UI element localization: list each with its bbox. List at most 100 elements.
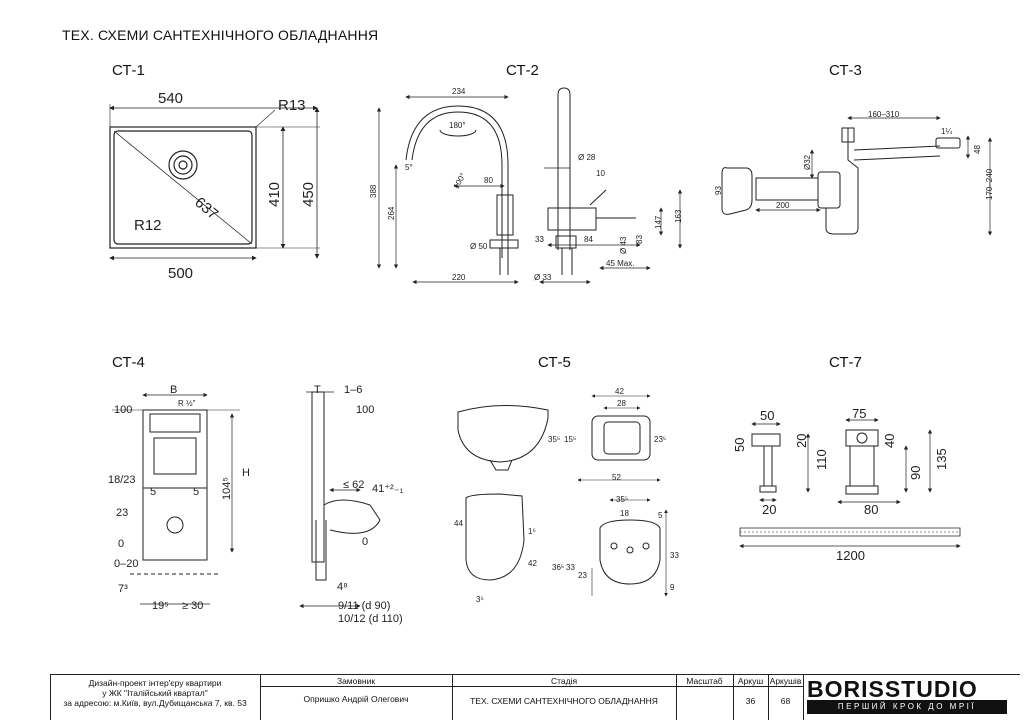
- ct4-dim-7-3: 7³: [118, 583, 128, 595]
- project-line-3: за адресою: м.Київ, вул.Дубищанська 7, к…: [63, 698, 247, 708]
- ct5-dim-42: 42: [615, 387, 624, 396]
- ct2-dim-84: 84: [584, 235, 593, 244]
- ct7-dim-20: 20: [762, 502, 776, 517]
- ct2-label: СТ-2: [506, 62, 539, 79]
- ct4-dim-0-20: 0–20: [114, 558, 138, 570]
- ct1-label: СТ-1: [112, 62, 145, 79]
- ct3-dim-160-310: 160–310: [868, 110, 900, 119]
- ct5-label: СТ-5: [538, 354, 571, 371]
- ct2-dim-d50: Ø 50: [470, 242, 488, 251]
- scale-header: Масштаб: [686, 676, 723, 686]
- ct7-dim-110: 110: [814, 449, 829, 470]
- ct2-faucet-drawing: [376, 87, 683, 285]
- ct5-toilet-drawing: [457, 394, 668, 597]
- ct7-dim-20-v: 20: [794, 434, 809, 448]
- ct1-dim-450: 450: [300, 182, 317, 207]
- ct1-dim-410: 410: [266, 182, 283, 207]
- ct3-siphon-drawing: [721, 115, 993, 236]
- sheets-total: 68: [780, 696, 791, 706]
- ct4-dim-23: 23: [116, 507, 128, 519]
- ct4-dim-100: 100: [114, 404, 132, 416]
- ct4-dim-5b: 5: [193, 486, 199, 498]
- ct7-dim-80: 80: [864, 502, 878, 517]
- ct7-shower-drawing: [739, 417, 961, 549]
- ct3-dim-48: 48: [973, 145, 982, 154]
- ct4-dim-5a: 5: [150, 486, 156, 498]
- ct2-dim-80: 80: [484, 176, 493, 185]
- ct4-dim-0-side: 0: [362, 536, 368, 548]
- ct4-dim-0: 0: [118, 538, 124, 550]
- ct5-dim-44: 44: [454, 519, 463, 528]
- ct7-label: СТ-7: [829, 354, 862, 371]
- ct3-dim-93: 93: [714, 186, 723, 195]
- ct1-dim-500: 500: [168, 265, 193, 282]
- sheet-header: Аркуш: [737, 676, 764, 686]
- logo-tagline: ПЕРШИЙ КРОК ДО МРІЇ: [807, 700, 1007, 714]
- ct5-dim-33b: 33: [566, 563, 575, 572]
- ct2-dim-83: 83: [635, 235, 644, 244]
- ct4-dim-r-half: R ½": [178, 399, 196, 408]
- ct5-dim-33: 33: [670, 551, 679, 560]
- ct4-dim-10-12: 10/12 (d 110): [338, 613, 403, 625]
- ct5-dim-42b: 42: [528, 559, 537, 568]
- project-line-2: у ЖК "Італійський квартал": [102, 688, 208, 698]
- ct5-dim-23-5: 23⁵: [654, 435, 666, 444]
- ct3-dim-1-1-4: 1¼: [941, 127, 952, 136]
- ct2-dim-388: 388: [369, 184, 378, 198]
- ct2-dim-5deg: 5°: [405, 163, 413, 172]
- ct2-dim-264: 264: [387, 206, 396, 220]
- ct7-dim-50-v: 50: [732, 438, 747, 452]
- ct7-dim-1200: 1200: [836, 548, 865, 563]
- ct5-dim-5: 5: [658, 511, 663, 520]
- ct4-dim-19-5: 19⁵: [152, 600, 169, 612]
- ct5-dim-23: 23: [578, 571, 587, 580]
- ct4-dim-100-side: 100: [356, 404, 374, 416]
- ct4-dim-4-8: 4⁸: [337, 581, 348, 593]
- project-line-1: Дизайн-проект інтер'єру квартири: [88, 678, 222, 688]
- ct5-dim-35-5: 35⁵: [548, 435, 560, 444]
- ct7-dim-135: 135: [934, 448, 949, 470]
- ct5-dim-18: 18: [620, 509, 629, 518]
- ct1-dim-540: 540: [158, 90, 183, 107]
- ct1-sink-drawing: [109, 104, 320, 261]
- ct5-dim-52: 52: [612, 473, 621, 482]
- ct4-dim-9-11: 9/11 (d 90): [338, 600, 390, 612]
- customer-name: Опришко Андрій Олегович: [303, 694, 409, 704]
- sheet-title: ТЕХ. СХЕМИ САНТЕХНІЧНОГО ОБЛАДНАННЯ: [62, 27, 379, 43]
- ct4-dim-le62: ≤ 62: [343, 479, 364, 491]
- ct2-dim-234: 234: [452, 87, 466, 96]
- ct3-dim-200: 200: [776, 201, 790, 210]
- project-info: Дизайн-проект інтер'єру квартири у ЖК "І…: [52, 678, 258, 708]
- ct1-dim-r12: R12: [134, 217, 162, 234]
- ct2-dim-10: 10: [596, 169, 605, 178]
- stage-header: Стадія: [550, 676, 578, 686]
- ct5-dim-35-5b: 35⁵: [616, 495, 628, 504]
- ct3-dim-170-240: 170–240: [985, 168, 994, 200]
- ct5-dim-28: 28: [617, 399, 626, 408]
- ct5-dim-15-5: 15⁵: [564, 435, 576, 444]
- title-block: [50, 674, 1020, 721]
- ct4-frame-drawing: [112, 391, 381, 609]
- ct5-dim-3-5: 3⁵: [476, 595, 484, 604]
- ct1-dim-r13: R13: [278, 97, 306, 114]
- ct7-dim-40-v: 40: [882, 434, 897, 448]
- ct2-dim-d33: Ø 33: [534, 273, 552, 282]
- ct3-dim-d32: Ø32: [803, 154, 812, 170]
- ct5-dim-1-5: 1⁵: [528, 527, 536, 536]
- ct2-dim-220: 220: [452, 273, 466, 282]
- ct4-dim-ge30: ≥ 30: [182, 600, 203, 612]
- ct4-dim-h: H: [242, 467, 250, 479]
- ct3-label: СТ-3: [829, 62, 862, 79]
- ct5-dim-9: 9: [670, 583, 675, 592]
- ct4-dim-104-5: 104⁵: [221, 477, 233, 500]
- customer-header: Замовник: [336, 676, 376, 686]
- logo-name: BORISSTUDIO: [807, 676, 978, 702]
- ct2-dim-147: 147: [654, 215, 663, 229]
- ct2-dim-33: 33: [535, 235, 544, 244]
- ct4-dim-18-23: 18/23: [108, 474, 136, 486]
- ct4-label: СТ-4: [112, 354, 145, 371]
- ct2-dim-45max: 45 Max.: [606, 259, 634, 268]
- ct2-dim-d28: Ø 28: [578, 153, 596, 162]
- ct2-dim-163: 163: [674, 209, 683, 223]
